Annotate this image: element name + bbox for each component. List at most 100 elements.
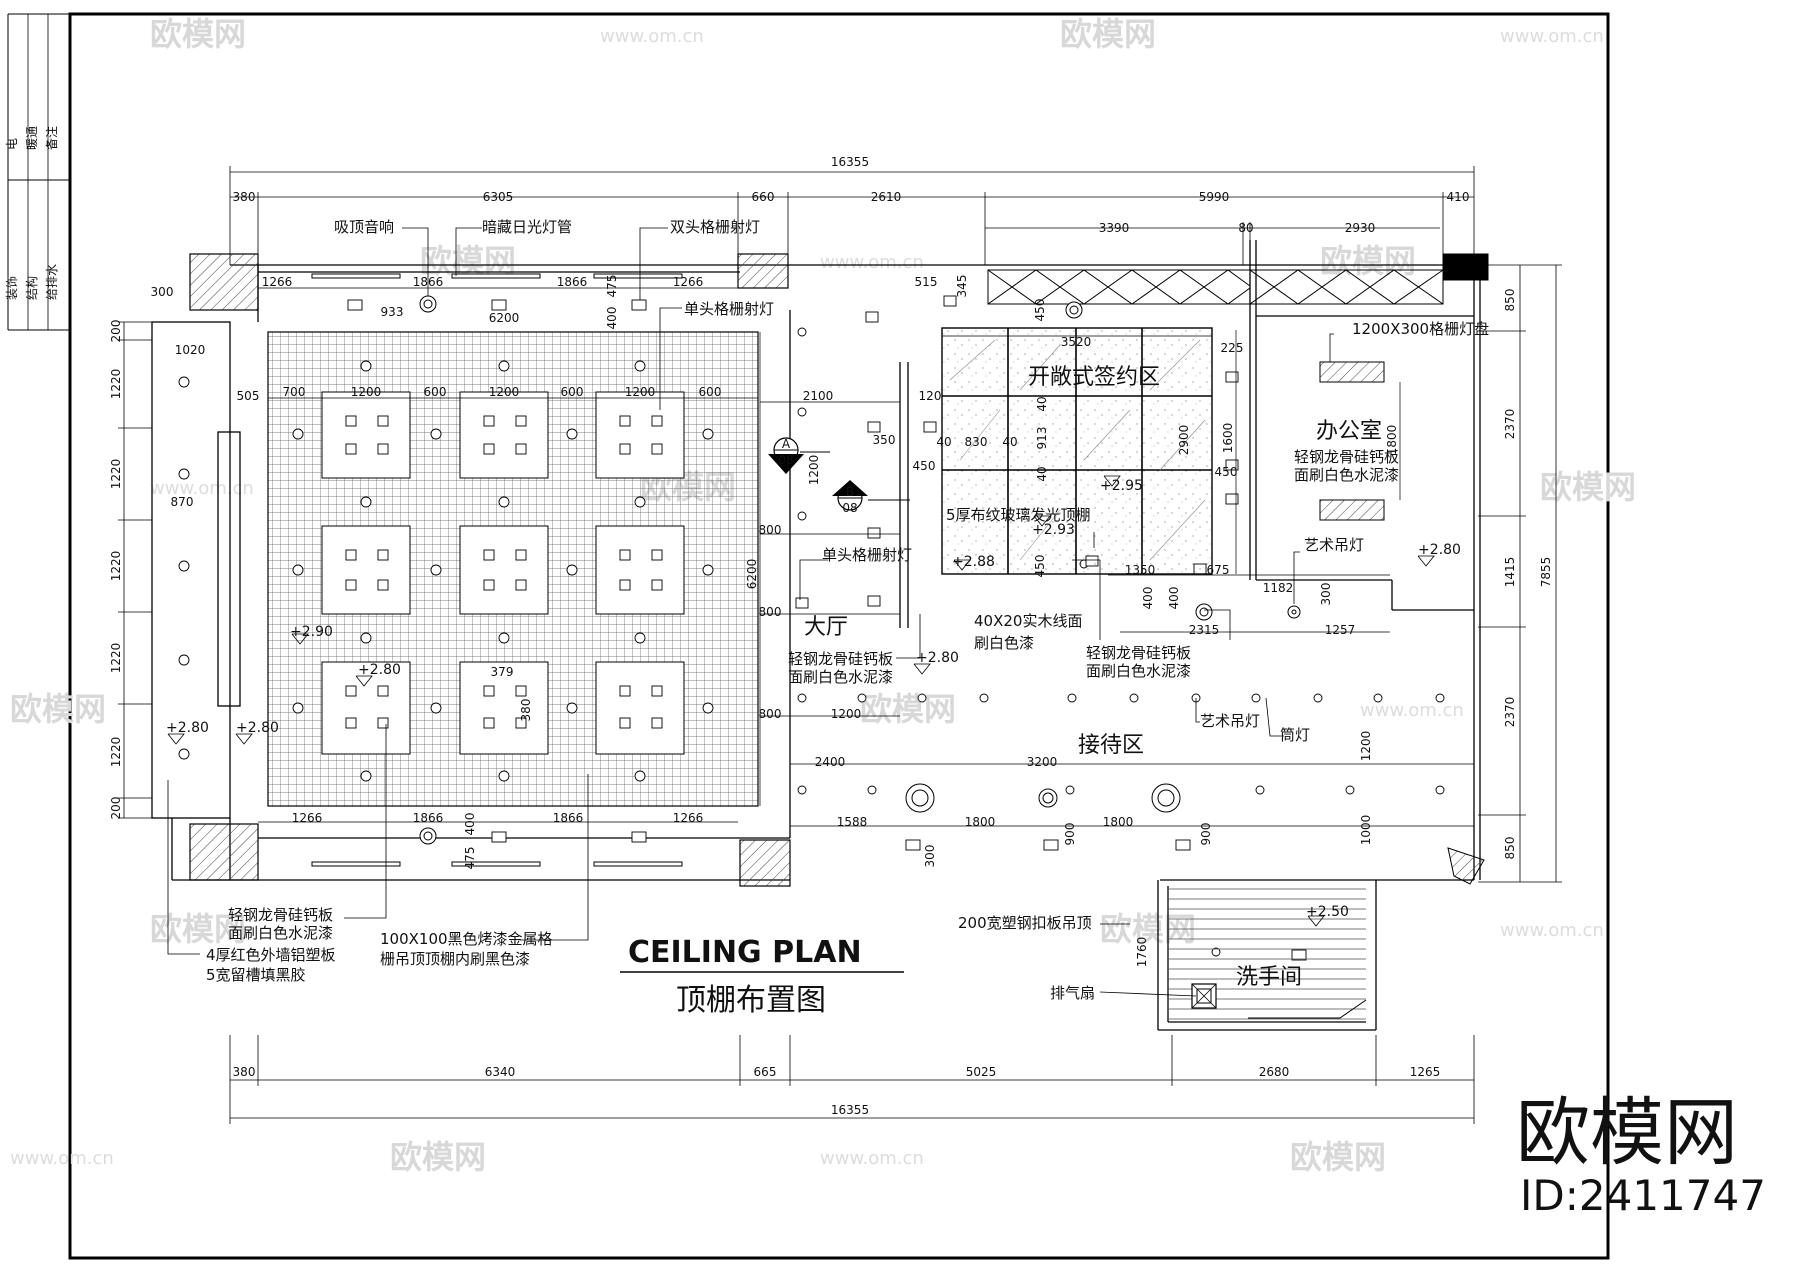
dim-grid-row: 1200 [625,385,656,399]
dim-grid-row: 1200 [489,385,520,399]
dim-top-row: 6200 [489,311,520,325]
label-grid-note-2: 栅吊顶顶棚内刷黑色漆 [380,950,530,968]
dim-center: 1257 [1325,623,1356,637]
dim-center: 1200 [1359,731,1373,762]
watermark-url: www.om.cn [1360,700,1464,721]
dim-center: 379 [491,665,514,679]
label-grille-panel: 1200X300格栅灯盘 [1352,320,1489,338]
dim-center: 450 [1033,299,1047,322]
titleblock-row-5: 备注 [44,126,59,150]
drawing-title: CEILING PLAN 顶棚布置图 [620,935,904,1018]
dim-bottom-chain: 2680 [1259,1065,1290,1079]
watermark-brand: 欧模网 [390,1138,486,1176]
label-glass-ceiling: 5厚布纹玻璃发光顶棚 [946,506,1091,524]
label-wood-line-2: 刷白色漆 [974,634,1034,652]
dim-top-sub: 3390 [1099,221,1130,235]
dim-left-misc: 1020 [175,343,206,357]
office-grille-panels [1319,361,1385,521]
label-art-lamp2: 艺术吊灯 [1200,712,1260,730]
dim-center: 3200 [1027,755,1058,769]
elevation-280: +2.80 [1418,542,1461,558]
dim-left-chain: 1220 [109,369,123,400]
dim-grid-row: 600 [424,385,447,399]
elevation-288: +2.88 [952,554,995,570]
dim-center: 6200 [745,559,759,590]
elevation-280: +2.80 [166,720,209,736]
label-mid-mat-1: 轻钢龙骨硅钙板 [1086,644,1191,662]
label-ceiling-speaker: 吸顶音响 [334,218,394,236]
top-dimensions [229,166,1475,265]
dim-left-chain: 1220 [109,737,123,768]
dim-left-chain: 1220 [109,643,123,674]
dim-center: 1588 [837,815,868,829]
dim-center: 515 [915,275,938,289]
label-office-material-2: 面刷白色水泥漆 [1294,466,1399,484]
dim-bottom-chain: 1265 [1410,1065,1441,1079]
dim-center: 380 [519,699,533,722]
label-office-material-1: 轻钢龙骨硅钙板 [1294,448,1399,466]
watermark-url: www.om.cn [1500,26,1604,47]
watermark-url: www.om.cn [1500,920,1604,941]
label-double-spot: 双头格栅射灯 [670,218,760,236]
dim-center: 1000 [1359,815,1373,846]
dim-right-chain: 850 [1503,837,1517,860]
elevation-293: +2.93 [1032,522,1075,538]
dim-top-row: 475 [605,275,619,298]
label-left-mat-3: 4厚红色外墙铝塑板 [206,946,336,964]
elevation-295: +2.95 [1100,478,1143,494]
watermark-url: www.om.cn [10,1148,114,1169]
dim-left-chain: 1220 [109,551,123,582]
label-left-mat-2: 面刷白色水泥漆 [228,924,333,942]
dim-top-chain: 380 [233,190,256,204]
dim-top-chain: 410 [1447,190,1470,204]
dim-center: 800 [759,707,782,721]
dim-top-row: 1266 [262,275,293,289]
dim-center: 400 [1167,587,1181,610]
dim-bottom-row: 1866 [553,811,584,825]
dim-top-chain: 5990 [1199,190,1230,204]
truss-band [987,269,1444,305]
dim-center: 350 [873,433,896,447]
dim-right-chain: 2370 [1503,697,1517,728]
dim-grid-row: 1200 [351,385,382,399]
room-office: 办公室 [1316,419,1382,444]
label-grid-note-1: 100X100黑色烤漆金属格 [380,930,553,948]
bottom-dimensions [229,1035,1475,1124]
dim-center: 900 [1063,823,1077,846]
glass-ceiling [941,327,1213,575]
dim-center: 225 [1221,341,1244,355]
dim-center: 2400 [815,755,846,769]
dim-top-chain: 2610 [871,190,902,204]
watermark-brand: 欧模网 [150,15,246,53]
dim-left-chain: 200 [109,797,123,820]
dim-center: 450 [1215,465,1238,479]
dim-center: 2315 [1189,623,1220,637]
label-single-spot: 单头格栅射灯 [684,300,774,318]
titleblock-row-4: 暖通 [25,126,39,150]
downlights [178,313,1445,957]
dim-center: 450 [913,459,936,473]
dim-top-chain: 660 [752,190,775,204]
elevation-280: +2.80 [358,662,401,678]
dim-center: 1182 [1263,581,1294,595]
dim-right-chain: 850 [1503,289,1517,312]
dim-top-sub: 2930 [1345,221,1376,235]
site-logo: 欧模网 ID:2411747 [1516,1090,1766,1220]
elevation-280: +2.80 [236,720,279,736]
watermark-url: www.om.cn [820,252,924,273]
logo-text: 欧模网 [1516,1090,1738,1176]
dim-center: 1800 [1385,425,1399,456]
dim-top-total: 16355 [831,155,869,169]
label-mid-mat-2: 面刷白色水泥漆 [1086,662,1191,680]
walls [151,240,1481,1031]
section-marker-b: B 08 [832,480,910,515]
title-en: CEILING PLAN [628,935,862,970]
section-a-sheet: 08 [778,453,793,467]
label-plastic-ceiling: 200宽塑钢扣板吊顶 [958,914,1092,932]
label-art-lamp: 艺术吊灯 [1304,536,1364,554]
label-wood-line-1: 40X20实木线面 [974,612,1082,630]
dim-bottom-row: 1866 [413,811,444,825]
title-cn: 顶棚布置图 [676,983,826,1018]
dim-left-chain: 1220 [109,459,123,490]
